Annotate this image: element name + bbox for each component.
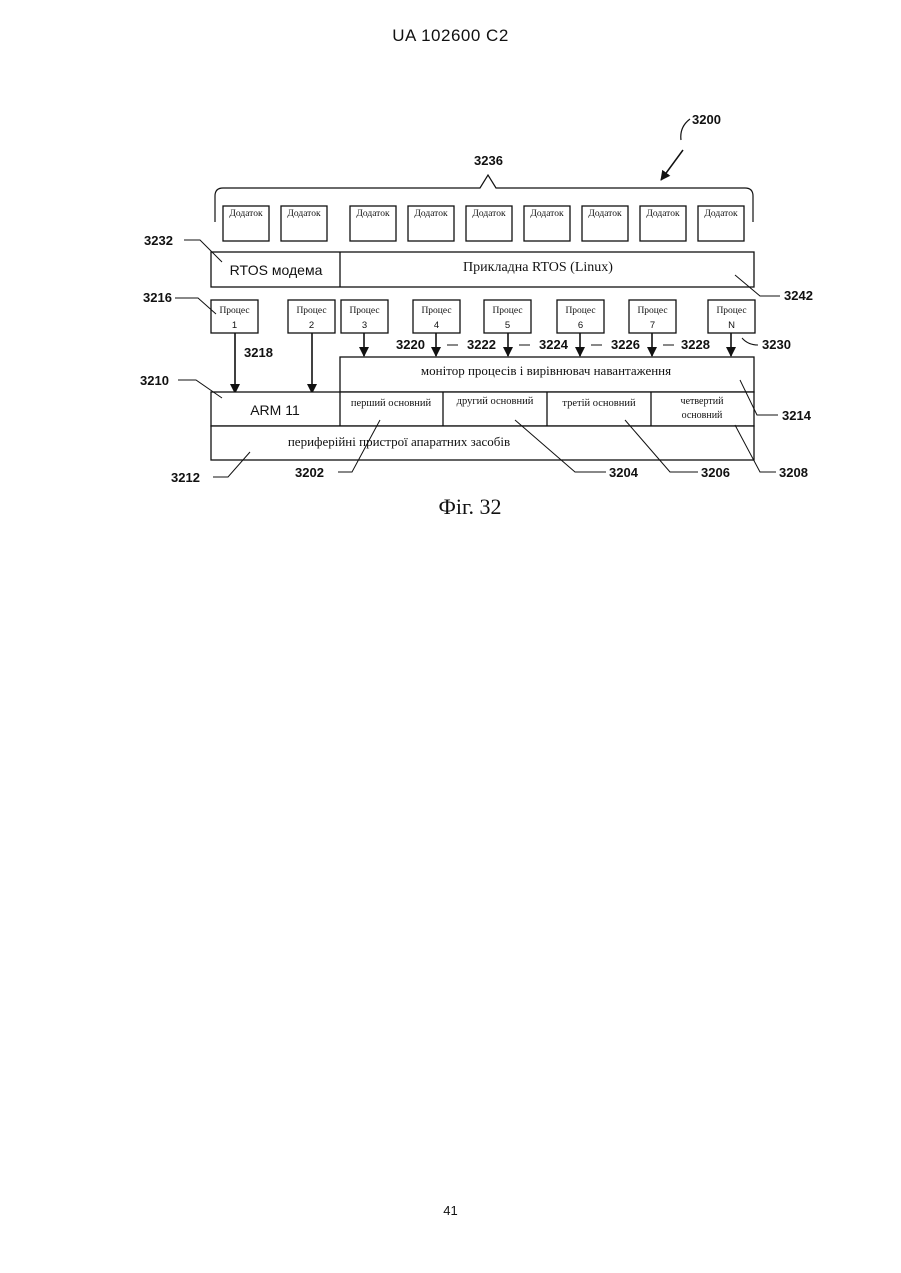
process-label: Процес	[219, 306, 249, 316]
process-number: N	[728, 320, 735, 331]
process-number: 7	[650, 320, 655, 331]
ref-3230: 3230	[762, 337, 791, 352]
ref-3208: 3208	[779, 465, 808, 480]
process-number: 2	[309, 320, 314, 331]
ref-3236: 3236	[474, 153, 503, 168]
app-label: Додаток	[287, 209, 321, 219]
process-monitor-box: монітор процесів і вирівнювач навантажен…	[340, 357, 754, 392]
process-number: 1	[232, 320, 237, 331]
app-label: Додаток	[229, 209, 263, 219]
ref-3242: 3242	[784, 288, 813, 303]
process-box-5: Процес 5	[484, 300, 531, 333]
process-box-6: Процес 6	[557, 300, 604, 333]
process-row: Процес 1 Процес 2 Процес 3 Процес 4 Проц…	[211, 300, 755, 333]
app-label: Додаток	[356, 209, 390, 219]
core-4-label-line-2: основний	[682, 410, 723, 421]
app-label: Додаток	[414, 209, 448, 219]
app-label: Додаток	[588, 209, 622, 219]
processor-layer: ARM 11 перший основний другий основний т…	[211, 392, 754, 426]
app-label: Додаток	[646, 209, 680, 219]
process-number: 4	[434, 320, 439, 331]
app-label: Додаток	[704, 209, 738, 219]
core-1-label: перший основний	[351, 398, 432, 409]
process-label: Процес	[296, 306, 326, 316]
app-box: Додаток	[281, 206, 327, 241]
process-number: 5	[505, 320, 510, 331]
app-label: Додаток	[472, 209, 506, 219]
app-box: Додаток	[350, 206, 396, 241]
core-3-label: третій основний	[562, 398, 636, 409]
ref-3210: 3210	[140, 373, 169, 388]
ref-3204: 3204	[609, 465, 639, 480]
process-box-4: Процес 4	[413, 300, 460, 333]
app-box: Додаток	[408, 206, 454, 241]
ref-3212: 3212	[171, 470, 200, 485]
leader-3230	[742, 338, 758, 345]
app-label: Додаток	[530, 209, 564, 219]
core-2-label: другий основний	[457, 396, 534, 407]
app-box: Додаток	[466, 206, 512, 241]
ref-3220: 3220	[396, 337, 425, 352]
app-box: Додаток	[223, 206, 269, 241]
ref-3216: 3216	[143, 290, 172, 305]
app-box: Додаток	[698, 206, 744, 241]
ref-3218: 3218	[244, 345, 273, 360]
ref-3226: 3226	[611, 337, 640, 352]
arm11-label: ARM 11	[250, 402, 300, 418]
process-number: 3	[362, 320, 367, 331]
process-label: Процес	[421, 306, 451, 316]
peripherals-label: периферійні пристрої апаратних засобів	[288, 434, 510, 449]
ref-3202: 3202	[295, 465, 324, 480]
process-box-1: Процес 1	[211, 300, 258, 333]
ref-3222: 3222	[467, 337, 496, 352]
core-4-label-line-1: четвертий	[681, 396, 725, 407]
app-box: Додаток	[524, 206, 570, 241]
process-label: Процес	[492, 306, 522, 316]
rtos-modem-label: RTOS модема	[230, 262, 323, 278]
rtos-layer: RTOS модема Прикладна RTOS (Linux)	[211, 252, 754, 287]
process-label: Процес	[565, 306, 595, 316]
process-monitor-label: монітор процесів і вирівнювач навантажен…	[421, 363, 671, 378]
process-number: 6	[578, 320, 583, 331]
ref-3206: 3206	[701, 465, 730, 480]
page-number: 41	[0, 1203, 901, 1218]
app-box: Додаток	[582, 206, 628, 241]
figure-caption: Фіг. 32	[438, 494, 501, 519]
process-label: Процес	[637, 306, 667, 316]
ref-3224: 3224	[539, 337, 569, 352]
ref-3232: 3232	[144, 233, 173, 248]
leader-3216	[175, 298, 216, 314]
process-box-2: Процес 2	[288, 300, 335, 333]
leader-3200	[681, 119, 690, 140]
app-box: Додаток	[640, 206, 686, 241]
ref-3200: 3200	[692, 112, 721, 127]
ref-3228: 3228	[681, 337, 710, 352]
process-label: Процес	[349, 306, 379, 316]
arrow-3200	[661, 150, 683, 180]
process-box-3: Процес 3	[341, 300, 388, 333]
app-rtos-label: Прикладна RTOS (Linux)	[463, 260, 613, 275]
process-box-n: Процес N	[708, 300, 755, 333]
application-row: Додаток Додаток Додаток Додаток Додаток …	[223, 206, 744, 241]
ref-3214: 3214	[782, 408, 812, 423]
peripherals-box: периферійні пристрої апаратних засобів	[211, 426, 754, 460]
process-box-7: Процес 7	[629, 300, 676, 333]
process-label: Процес	[716, 306, 746, 316]
